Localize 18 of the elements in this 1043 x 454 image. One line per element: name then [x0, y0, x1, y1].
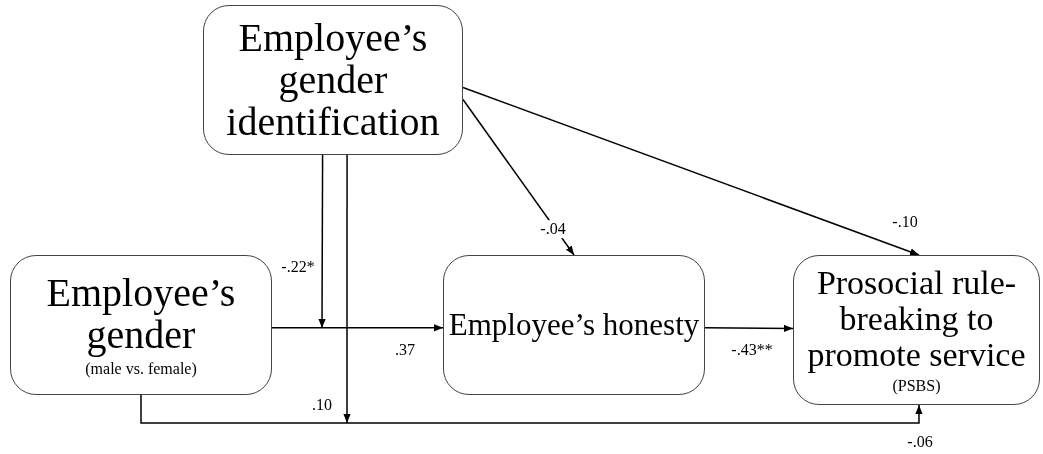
node-label: Employee’s gender: [45, 272, 237, 356]
node-sublabel: (PSBS): [892, 376, 941, 395]
node-label: Prosocial rule-breaking to promote service: [806, 265, 1027, 373]
rounded-box: [203, 5, 463, 155]
rounded-box: [793, 255, 1040, 405]
arrow: [271, 324, 444, 332]
node-sublabel: (male vs. female): [85, 360, 197, 378]
arrow: [462, 86, 920, 256]
arrow: [704, 324, 794, 333]
rounded-box: [10, 255, 272, 395]
rounded-box: [443, 255, 705, 395]
arrow: [343, 154, 351, 424]
node-label: Employee’s honesty: [448, 308, 700, 342]
arrow: [140, 394, 923, 424]
node-label: Employee’s gender identification: [225, 17, 441, 143]
arrow: [462, 98, 575, 256]
edge-label: -.04: [538, 220, 568, 238]
arrow: [318, 154, 326, 329]
